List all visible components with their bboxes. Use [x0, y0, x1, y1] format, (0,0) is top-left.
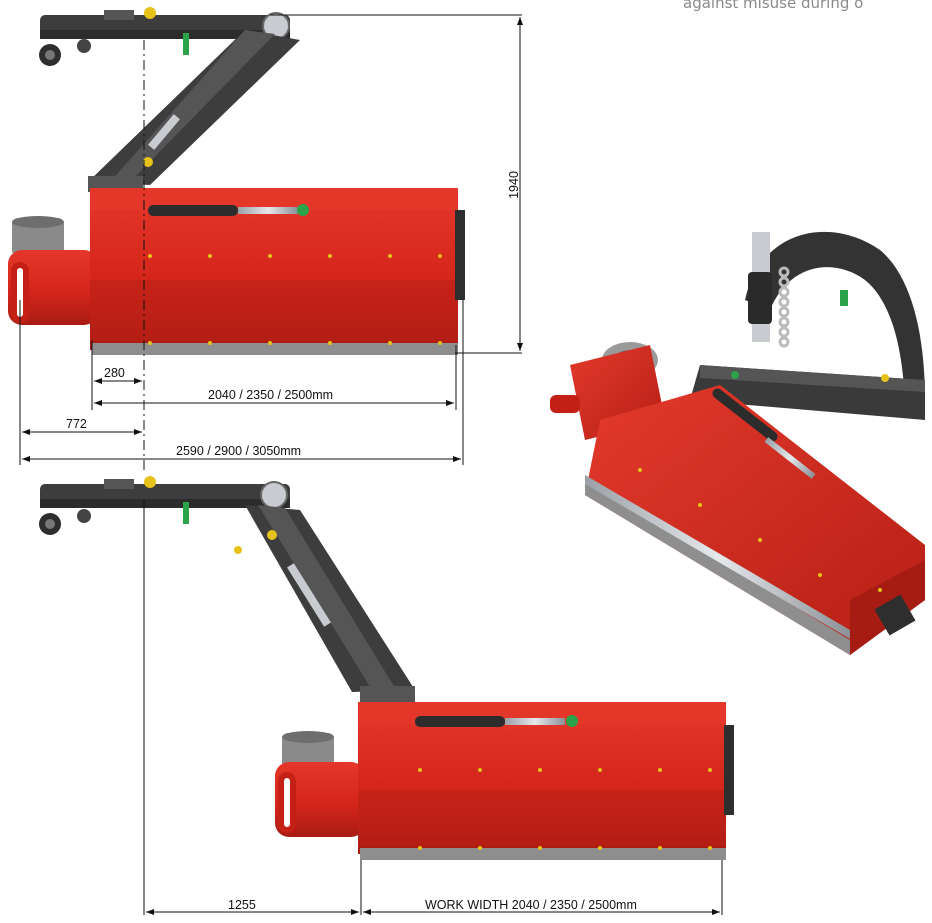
mower-perspective-view — [550, 231, 925, 655]
dim-total-width-label: 2590 / 2900 / 3050mm — [176, 444, 301, 458]
dim-offset-side-label: 1255 — [228, 898, 256, 912]
dim-height-label: 1940 — [507, 171, 521, 199]
dim-offset-pin-label: 280 — [104, 366, 125, 380]
caption-text: against misuse during o — [683, 0, 864, 12]
dim-rotor-width-label: 2040 / 2350 / 2500mm — [208, 388, 333, 402]
mower-top-view-transport — [8, 7, 465, 355]
dim-offset-left-label: 772 — [66, 417, 87, 431]
mower-top-view-working — [39, 476, 734, 860]
dim-work-width-label: WORK WIDTH 2040 / 2350 / 2500mm — [425, 898, 637, 912]
dimension-lines-bottom — [143, 500, 723, 915]
dimension-lines-top — [19, 14, 523, 470]
